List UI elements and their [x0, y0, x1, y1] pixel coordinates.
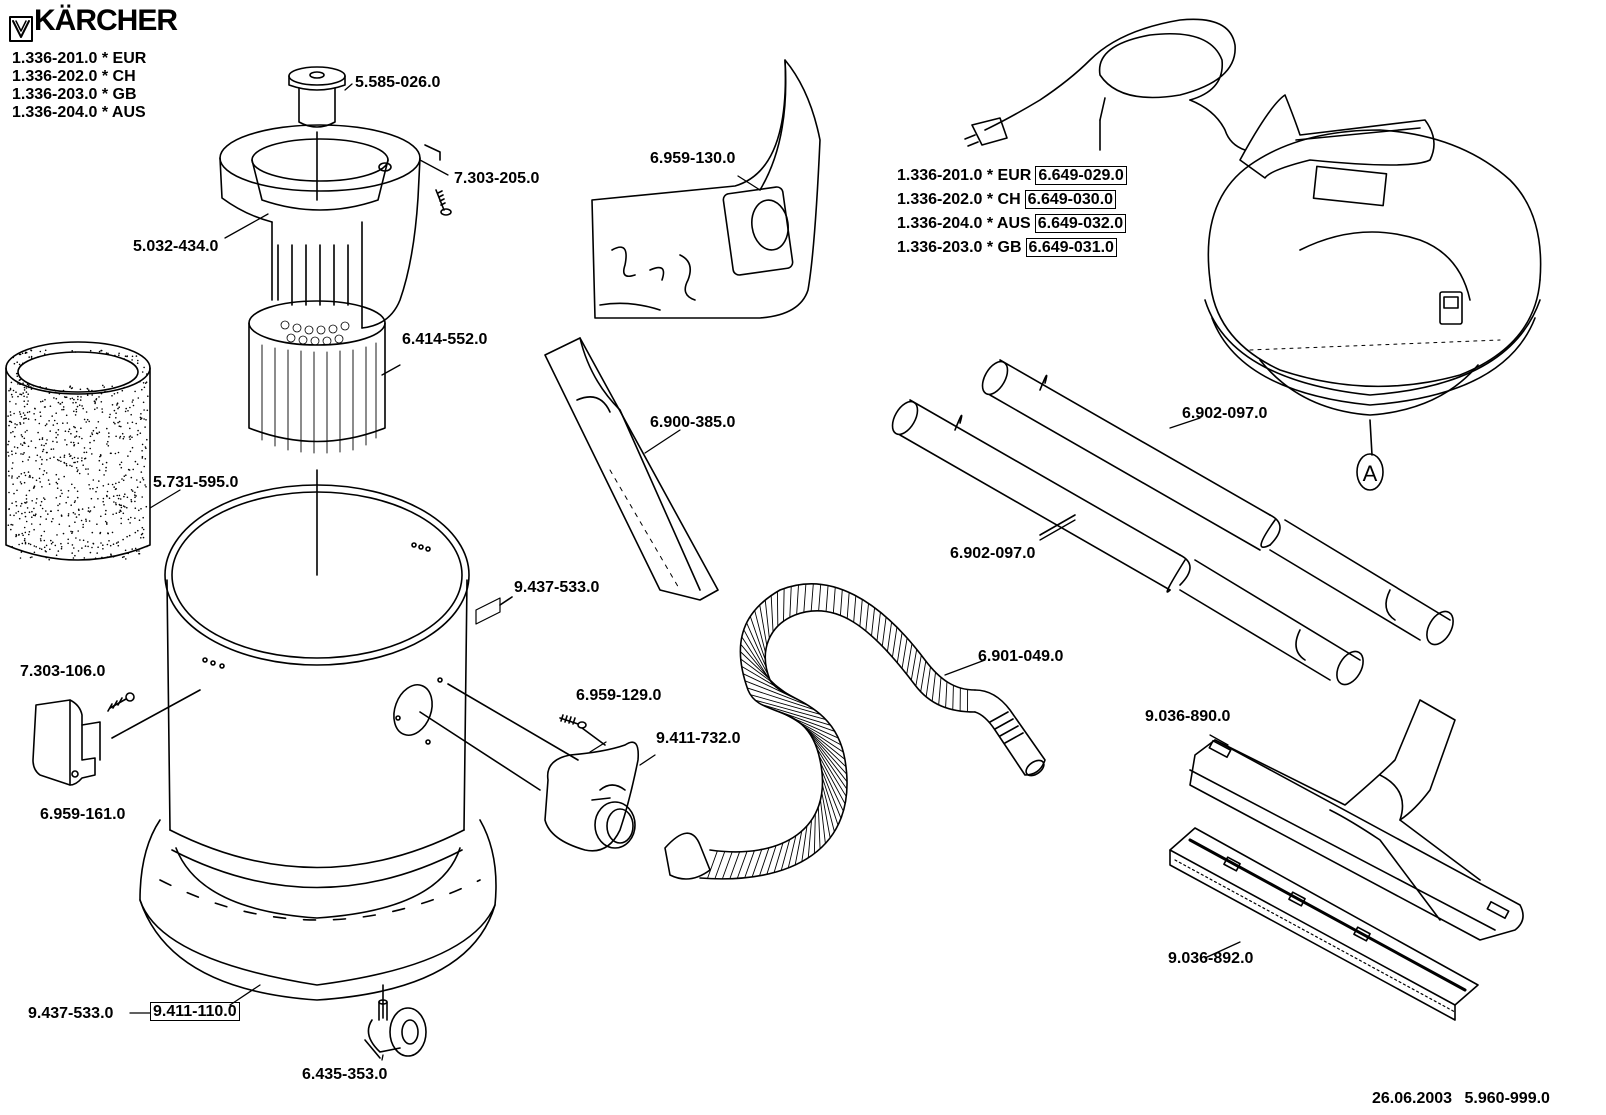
model-code: 1.336-202.0 * CH: [12, 68, 136, 85]
motor-head-mark: A: [1363, 461, 1378, 486]
brand-logo-text: KÄRCHER: [34, 4, 178, 37]
cable-part: 6.649-032.0: [1034, 214, 1127, 233]
footer: 26.06.2003 5.960-999.0: [1372, 1090, 1550, 1108]
part-label-filter-housing: 5.032-434.0: [133, 238, 219, 255]
castor-drawing: [364, 984, 427, 1059]
cable-part: 6.649-030.0: [1024, 190, 1117, 209]
part-label-castor: 6.435-353.0: [302, 1066, 388, 1083]
cable-model: 1.336-201.0 * EUR: [897, 167, 1032, 184]
filter-housing-drawing: [219, 124, 421, 329]
part-label-inlet-screw: 6.959-129.0: [576, 687, 662, 704]
floor-nozzle-drawing: [1189, 699, 1524, 941]
part-label-clip-screw: 7.303-106.0: [20, 663, 106, 680]
hose-drawing: [664, 583, 1046, 880]
part-label-base-boxed: 9.411-110.0: [150, 1002, 240, 1021]
leader-lines: [129, 83, 1241, 1061]
part-label-base-left: 9.437-533.0: [28, 1005, 114, 1022]
part-label-inlet: 9.411-732.0: [656, 730, 741, 747]
model-code-list: 1.336-201.0 * EUR 1.336-202.0 * CH 1.336…: [12, 50, 146, 122]
part-label-nozzle-strip: 9.036-892.0: [1168, 950, 1254, 967]
bag-drawing: [591, 59, 821, 319]
cable-model: 1.336-203.0 * GB: [897, 239, 1022, 256]
base-drawing: [139, 819, 497, 1001]
part-label-bag: 6.959-130.0: [650, 150, 736, 167]
tube-lower-drawing: [891, 399, 1364, 686]
part-label-cartridge-filter: 6.414-552.0: [402, 331, 488, 348]
cable-part: 6.649-029.0: [1035, 166, 1127, 185]
model-code: 1.336-204.0 * AUS: [12, 104, 146, 121]
part-label-hose: 6.901-049.0: [978, 648, 1064, 665]
part-label-clip: 6.959-161.0: [40, 806, 126, 823]
cap-drawing: [288, 66, 346, 201]
cable-part: 6.649-031.0: [1025, 238, 1117, 257]
part-label-screw-top: 7.303-205.0: [454, 170, 540, 187]
container-drawing: [164, 469, 470, 889]
inlet-drawing: [419, 683, 640, 852]
crevice-nozzle-drawing: [544, 337, 719, 601]
model-code: 1.336-201.0 * EUR: [12, 50, 147, 67]
part-label-crevice-nozzle: 6.900-385.0: [650, 414, 736, 431]
nozzle-strip-drawing: [1169, 827, 1479, 1021]
cable-model: 1.336-202.0 * CH: [897, 191, 1021, 208]
model-code: 1.336-203.0 * GB: [12, 86, 137, 103]
boxed-part-number: 9.411-110.0: [150, 1002, 240, 1021]
cartridge-filter-drawing: [248, 300, 386, 454]
part-label-tube-upper: 6.902-097.0: [1182, 405, 1268, 422]
footer-doc-number: 5.960-999.0: [1464, 1090, 1550, 1107]
screw-top-drawing: [424, 144, 452, 216]
part-label-container-label: 9.437-533.0: [514, 579, 600, 596]
cable-model: 1.336-204.0 * AUS: [897, 215, 1031, 232]
motor-head-drawing: [1204, 94, 1542, 491]
foam-filter-drawing: [5, 341, 151, 561]
container-label-drawing: [475, 596, 513, 625]
part-label-floor-nozzle: 9.036-890.0: [1145, 708, 1231, 725]
part-label-cap: 5.585-026.0: [355, 74, 441, 91]
clip-drawing: [32, 689, 201, 786]
footer-date: 26.06.2003: [1372, 1090, 1453, 1107]
part-label-tube-lower: 6.902-097.0: [950, 545, 1036, 562]
part-label-foam-filter: 5.731-595.0: [153, 474, 239, 491]
power-cord-drawing: [964, 18, 1246, 151]
tube-upper-drawing: [981, 359, 1454, 646]
karcher-logo-emblem: [9, 16, 33, 42]
